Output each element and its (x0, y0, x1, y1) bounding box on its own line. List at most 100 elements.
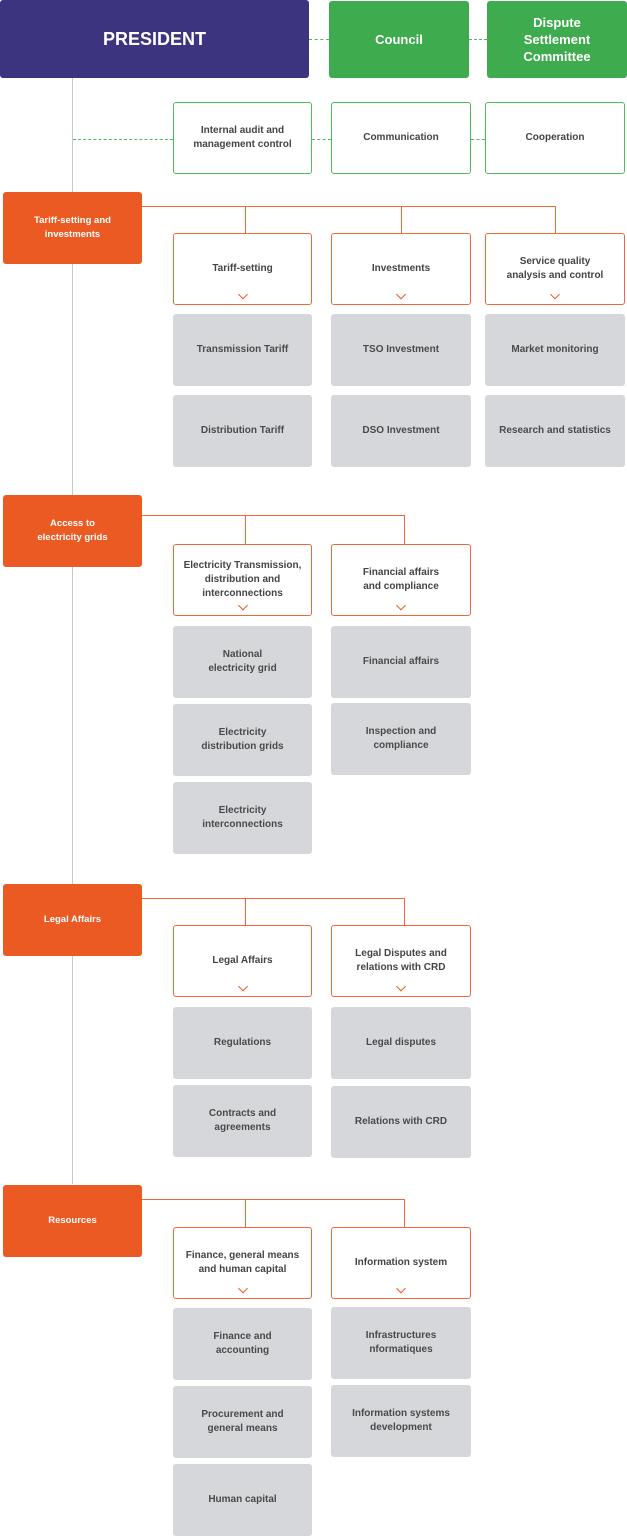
item-distribution-grids-label: Electricity distribution grids (201, 727, 284, 752)
resources-drop-2 (404, 1199, 405, 1227)
item-regulations-label: Regulations (213, 1037, 272, 1048)
chevron-down-icon (237, 600, 248, 611)
item-transmission-tariff: Transmission Tariff (173, 314, 312, 386)
item-is-development: Information systems development (331, 1385, 471, 1457)
item-transmission-tariff-label: Transmission Tariff (196, 344, 289, 355)
dept-tariff-investments: Tariff-setting and investments (3, 192, 142, 264)
item-dso-investment-label: DSO Investment (362, 425, 440, 436)
connector-council-dispute (469, 39, 487, 40)
item-distribution-tariff-label: Distribution Tariff (200, 425, 285, 436)
item-inspection-compliance-label: Inspection and compliance (365, 726, 437, 751)
chevron-down-icon (550, 289, 560, 300)
item-infrastructures: Infrastructures nformatiques (331, 1307, 471, 1379)
legal-branch-line (142, 898, 405, 899)
unit-finance-human-capital: Finance, general means and human capital (173, 1227, 312, 1299)
unit-service-quality-label: Service quality analysis and control (506, 256, 604, 281)
connector-audit-communication (312, 139, 331, 140)
item-tso-investment: TSO Investment (331, 314, 471, 386)
president-box: PRESIDENT (0, 0, 309, 78)
dept-tariff-label: Tariff-setting and investments (34, 215, 111, 240)
unit-legal-affairs-label: Legal Affairs (212, 955, 273, 966)
access-drop-1 (245, 515, 246, 544)
president-label: PRESIDENT (102, 28, 207, 49)
connector-trunk-internal-audit (73, 139, 173, 140)
dispute-committee-box: Dispute Settlement Committee (487, 1, 627, 78)
unit-electricity-transmission: Electricity Transmission, distribution a… (173, 544, 312, 616)
item-interconnections-label: Electricity interconnections (202, 805, 283, 830)
unit-legal-disputes-label: Legal Disputes and relations with CRD (355, 948, 447, 973)
chevron-down-icon (237, 981, 248, 992)
chevron-down-icon (237, 289, 248, 300)
item-procurement: Procurement and general means (173, 1386, 312, 1458)
item-human-capital-label: Human capital (208, 1494, 277, 1505)
legal-drop-1 (245, 898, 246, 925)
unit-information-system-label: Information system (354, 1257, 448, 1268)
chevron-down-icon (237, 1283, 248, 1294)
item-financial-affairs-label: Financial affairs (362, 656, 440, 667)
dept-access-label: Access to electricity grids (37, 518, 108, 543)
communication-box: Communication (331, 102, 471, 174)
item-contracts-agreements-label: Contracts and agreements (208, 1108, 277, 1133)
item-contracts-agreements: Contracts and agreements (173, 1085, 312, 1157)
unit-legal-disputes: Legal Disputes and relations with CRD (331, 925, 471, 997)
dept-resources: Resources (3, 1185, 142, 1257)
internal-audit-label: Internal audit and management control (193, 125, 292, 150)
item-finance-accounting: Finance and accounting (173, 1308, 312, 1380)
unit-investments: Investments (331, 233, 471, 305)
access-drop-2 (404, 515, 405, 544)
item-is-development-label: Information systems development (352, 1408, 450, 1433)
internal-audit-box: Internal audit and management control (173, 102, 312, 174)
item-legal-disputes: Legal disputes (331, 1007, 471, 1079)
chevron-down-icon (396, 981, 406, 992)
unit-information-system: Information system (331, 1227, 471, 1299)
tariff-drop-2 (401, 206, 402, 233)
connector-communication-cooperation (471, 139, 485, 140)
unit-tariff-setting-label: Tariff-setting (212, 263, 273, 274)
dept-legal-label: Legal Affairs (43, 914, 102, 925)
communication-label: Communication (363, 132, 439, 143)
item-national-grid-label: National electricity grid (208, 649, 277, 674)
item-regulations: Regulations (173, 1007, 312, 1079)
item-finance-accounting-label: Finance and accounting (213, 1331, 272, 1356)
item-relations-crd-label: Relations with CRD (354, 1116, 448, 1127)
dispute-committee-label: Dispute Settlement Committee (523, 15, 591, 64)
unit-electricity-transmission-label: Electricity Transmission, distribution a… (183, 560, 302, 599)
item-dso-investment: DSO Investment (331, 395, 471, 467)
tariff-branch-line (142, 206, 556, 207)
unit-financial-compliance-label: Financial affairs and compliance (362, 567, 440, 592)
item-distribution-grids: Electricity distribution grids (173, 704, 312, 776)
main-trunk-line (72, 78, 73, 1184)
item-human-capital: Human capital (173, 1464, 312, 1536)
item-infrastructures-label: Infrastructures nformatiques (365, 1330, 437, 1355)
item-market-monitoring-label: Market monitoring (511, 344, 599, 355)
access-branch-line (142, 515, 405, 516)
item-national-grid: National electricity grid (173, 626, 312, 698)
dept-access-grids: Access to electricity grids (3, 495, 142, 567)
unit-tariff-setting: Tariff-setting (173, 233, 312, 305)
chevron-down-icon (396, 600, 406, 611)
dept-resources-label: Resources (48, 1215, 97, 1226)
unit-investments-label: Investments (371, 263, 431, 274)
unit-finance-human-capital-label: Finance, general means and human capital (185, 1250, 300, 1275)
item-legal-disputes-label: Legal disputes (365, 1037, 436, 1048)
council-label: Council (375, 32, 423, 47)
item-inspection-compliance: Inspection and compliance (331, 703, 471, 775)
item-interconnections: Electricity interconnections (173, 782, 312, 854)
legal-drop-2 (404, 898, 405, 925)
item-research-statistics-label: Research and statistics (499, 425, 611, 436)
chevron-down-icon (396, 289, 406, 300)
cooperation-label: Cooperation (525, 132, 585, 143)
cooperation-box: Cooperation (485, 102, 625, 174)
item-market-monitoring: Market monitoring (485, 314, 625, 386)
item-distribution-tariff: Distribution Tariff (173, 395, 312, 467)
unit-financial-compliance: Financial affairs and compliance (331, 544, 471, 616)
item-procurement-label: Procurement and general means (201, 1409, 284, 1434)
council-box: Council (329, 1, 469, 78)
chevron-down-icon (396, 1283, 406, 1294)
item-research-statistics: Research and statistics (485, 395, 625, 467)
tariff-drop-3 (555, 206, 556, 233)
resources-drop-1 (245, 1199, 246, 1227)
tariff-drop-1 (245, 206, 246, 233)
unit-service-quality: Service quality analysis and control (485, 233, 625, 305)
unit-legal-affairs: Legal Affairs (173, 925, 312, 997)
